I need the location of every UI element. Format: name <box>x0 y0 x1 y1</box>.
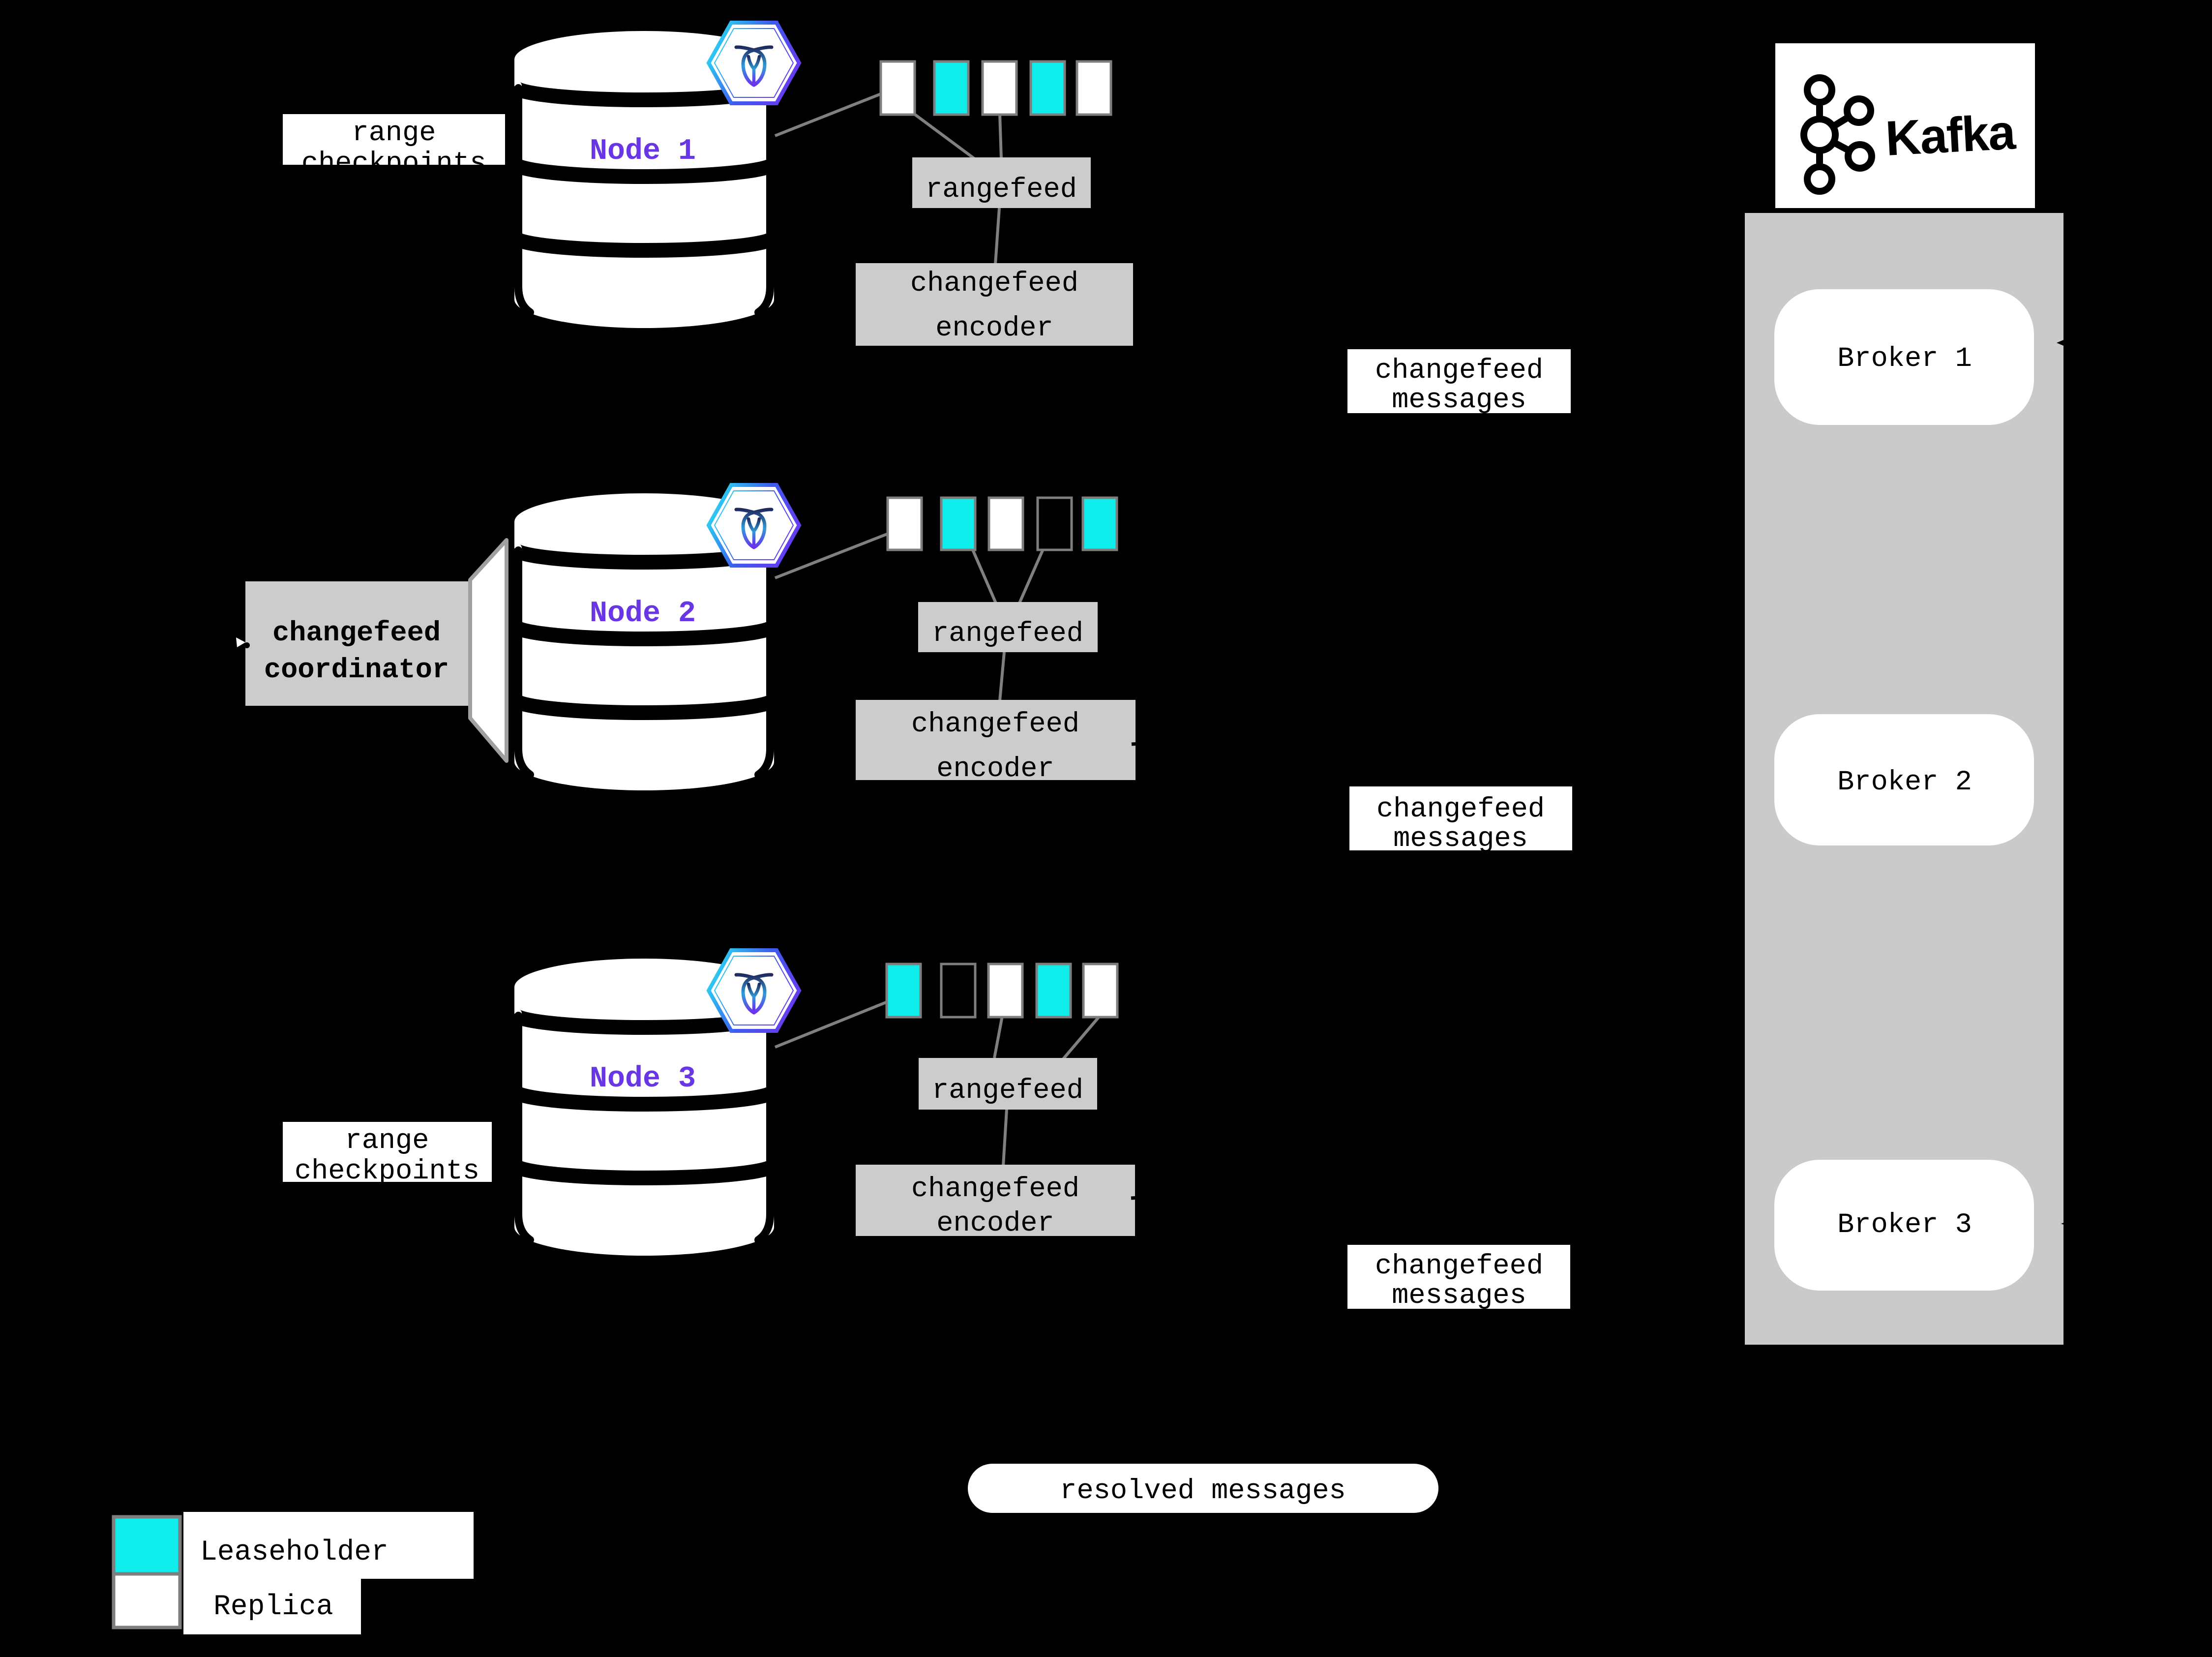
svg-text:encoder: encoder <box>936 753 1054 785</box>
svg-text:Leaseholder: Leaseholder <box>200 1536 389 1568</box>
svg-text:changefeed: changefeed <box>1376 794 1545 825</box>
svg-text:checkpoints: checkpoints <box>295 1156 479 1187</box>
svg-text:resolved messages: resolved messages <box>1060 1476 1346 1507</box>
svg-text:messages: messages <box>1392 385 1526 416</box>
svg-text:changefeed: changefeed <box>1375 355 1543 387</box>
svg-text:Kafka: Kafka <box>1884 104 2017 166</box>
svg-text:changefeed: changefeed <box>910 268 1078 300</box>
svg-text:rangefeed: rangefeed <box>932 618 1083 650</box>
svg-text:checkpoints: checkpoints <box>301 148 486 180</box>
svg-text:messages: messages <box>1392 1280 1526 1312</box>
svg-text:encoder: encoder <box>936 1208 1054 1239</box>
svg-text:rangefeed: rangefeed <box>926 174 1077 206</box>
svg-text:Broker 2: Broker 2 <box>1837 767 1972 798</box>
svg-text:Node 2: Node 2 <box>590 597 696 631</box>
svg-text:Node 3: Node 3 <box>590 1062 696 1096</box>
svg-text:changefeed: changefeed <box>911 1174 1079 1205</box>
svg-text:changefeed: changefeed <box>272 618 441 649</box>
svg-text:coordinator: coordinator <box>264 655 449 686</box>
svg-text:Node 1: Node 1 <box>590 135 696 168</box>
svg-text:rangefeed: rangefeed <box>932 1075 1083 1107</box>
svg-text:changefeed: changefeed <box>911 709 1079 740</box>
svg-text:messages: messages <box>1393 823 1528 855</box>
svg-text:changefeed: changefeed <box>1375 1251 1543 1282</box>
svg-text:Replica: Replica <box>213 1591 333 1623</box>
svg-text:encoder: encoder <box>935 313 1053 344</box>
svg-text:Broker 3: Broker 3 <box>1837 1209 1972 1241</box>
svg-text:range: range <box>352 118 436 149</box>
svg-text:Broker 1: Broker 1 <box>1837 343 1972 375</box>
svg-text:range: range <box>345 1125 429 1157</box>
